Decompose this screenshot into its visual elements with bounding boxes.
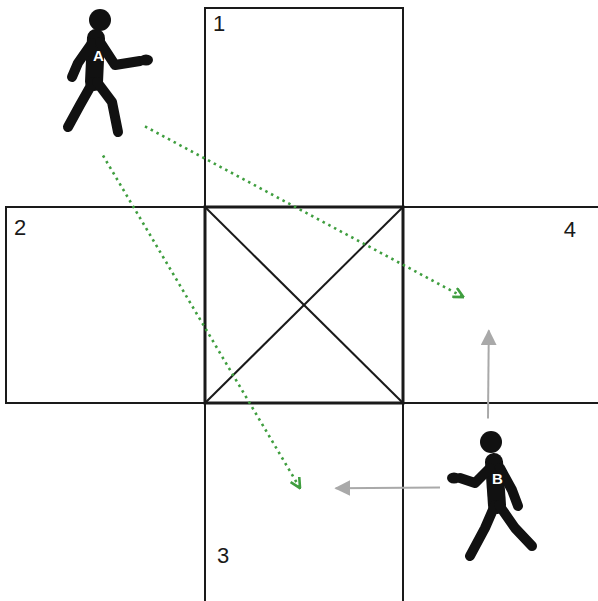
person-limb [72, 43, 92, 77]
arm-number: 4 [564, 219, 576, 241]
person-limb [100, 42, 140, 65]
pedestrian-figure: B [440, 428, 540, 563]
crossing-diagonal [205, 207, 403, 403]
movement-arrow [145, 126, 463, 297]
street-arm: 3 [205, 403, 403, 601]
street-arm: 1 [205, 8, 403, 207]
person-limb [68, 82, 93, 127]
crossing-square [205, 207, 403, 403]
person-head [480, 431, 502, 453]
arm-outline [204, 403, 206, 601]
street-arm: 4 [403, 207, 598, 403]
person-limb [470, 505, 495, 556]
arm-outline [403, 206, 598, 208]
crossing-diagonal [205, 207, 403, 403]
person-limb [97, 82, 118, 132]
person-silhouette [60, 5, 160, 137]
person-silhouette [440, 428, 540, 563]
arm-outline [402, 403, 404, 601]
arm-outline [403, 402, 598, 404]
pedestrian-figure: A [60, 5, 160, 137]
person-fist [139, 55, 153, 66]
movement-arrow [487, 330, 490, 418]
movement-arrow [103, 155, 300, 488]
arm-number: 1 [213, 13, 225, 35]
arm-number: 2 [14, 217, 26, 239]
person-limb [499, 505, 532, 546]
arm-outline [6, 207, 205, 403]
person-letter: B [492, 471, 503, 486]
street-arm: 2 [6, 207, 205, 403]
movement-arrow [336, 486, 440, 489]
person-letter: A [93, 48, 104, 63]
person-limb [460, 468, 490, 483]
arm-outline [205, 8, 403, 207]
person-fist [447, 473, 461, 484]
person-head [89, 9, 111, 31]
arm-number: 3 [217, 545, 229, 567]
